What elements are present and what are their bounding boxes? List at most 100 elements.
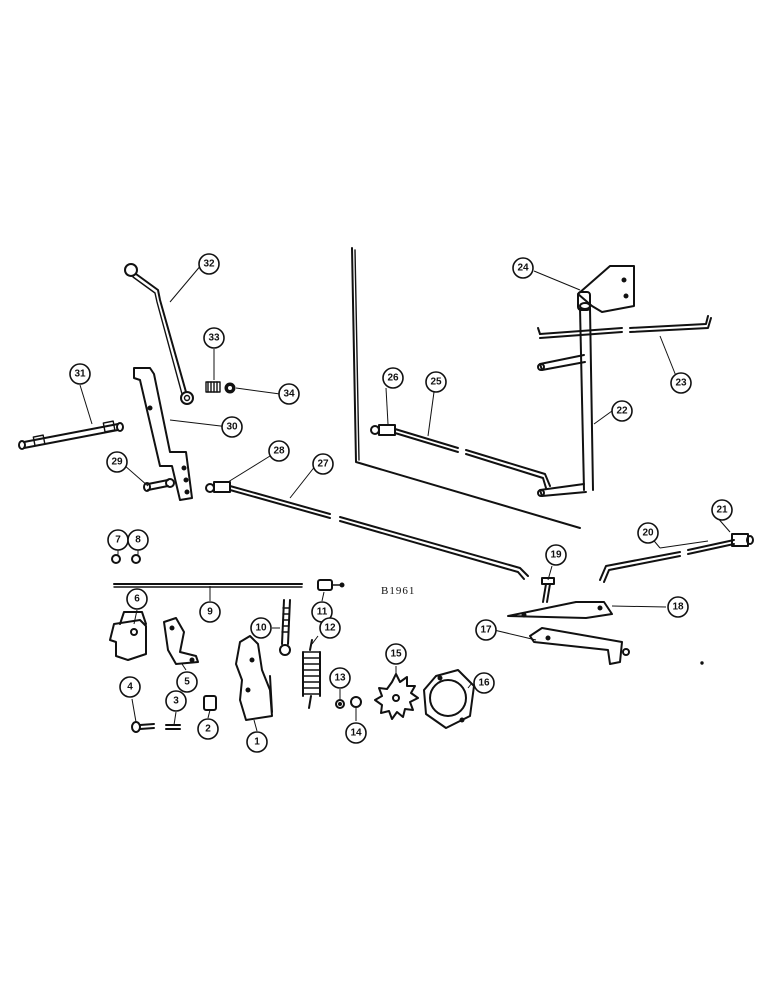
callout-33: 33	[203, 327, 225, 349]
drawing-code-label: B1961	[381, 585, 415, 597]
leader-lines	[79, 263, 731, 732]
svg-text:1: 1	[254, 737, 260, 748]
callout-18: 18	[667, 596, 689, 618]
callout-32: 32	[198, 253, 220, 275]
svg-text:19: 19	[550, 550, 562, 561]
callout-27: 27	[312, 453, 334, 475]
part-30-bracket	[133, 367, 193, 501]
callout-30: 30	[221, 416, 243, 438]
svg-text:12: 12	[324, 623, 336, 634]
svg-text:33: 33	[208, 333, 220, 344]
part-31-shaft	[18, 420, 124, 450]
svg-text:22: 22	[616, 406, 628, 417]
callout-31: 31	[69, 363, 91, 385]
callout-16: 16	[473, 672, 495, 694]
panel-outline	[351, 247, 581, 529]
part-19-bolt	[541, 577, 555, 603]
part-9-rod	[113, 583, 303, 588]
svg-text:21: 21	[716, 505, 728, 516]
callout-4: 4	[119, 676, 141, 698]
svg-text:18: 18	[672, 602, 684, 613]
svg-text:29: 29	[111, 457, 123, 468]
svg-text:4: 4	[127, 682, 133, 693]
callout-19: 19	[545, 544, 567, 566]
svg-text:34: 34	[283, 389, 295, 400]
svg-text:30: 30	[226, 422, 238, 433]
callout-14: 14	[345, 722, 367, 744]
part-2-bushing	[203, 695, 217, 711]
svg-text:23: 23	[675, 378, 687, 389]
svg-text:28: 28	[273, 446, 285, 457]
svg-text:24: 24	[517, 263, 529, 274]
svg-text:26: 26	[387, 373, 399, 384]
svg-text:11: 11	[317, 607, 328, 618]
part-34-nut	[224, 382, 236, 394]
callout-2: 2	[197, 718, 219, 740]
callout-26: 26	[382, 367, 404, 389]
svg-text:8: 8	[135, 535, 141, 546]
part-15-sprocket	[374, 673, 419, 720]
part-6-block	[109, 611, 147, 661]
callout-15: 15	[385, 643, 407, 665]
svg-text:15: 15	[390, 649, 402, 660]
svg-text:14: 14	[350, 728, 362, 739]
part-3-pin	[165, 724, 181, 730]
svg-text:5: 5	[184, 677, 190, 688]
callout-17: 17	[475, 619, 497, 641]
part-25-rod	[370, 424, 551, 489]
svg-text:20: 20	[642, 528, 654, 539]
svg-text:31: 31	[74, 369, 86, 380]
callout-20: 20	[637, 522, 659, 544]
svg-text:27: 27	[317, 459, 329, 470]
svg-text:13: 13	[334, 673, 346, 684]
callout-9: 9	[199, 601, 221, 623]
callout-10: 10	[250, 617, 272, 639]
svg-text:16: 16	[478, 678, 490, 689]
callout-5: 5	[176, 671, 198, 693]
part-17-bracket	[529, 627, 630, 665]
svg-text:10: 10	[255, 623, 267, 634]
callout-8: 8	[127, 529, 149, 551]
part-21-rod-end	[687, 533, 754, 555]
part-16-gasket	[423, 669, 475, 729]
svg-text:9: 9	[207, 607, 213, 618]
callout-6: 6	[126, 588, 148, 610]
part-32-lever	[124, 263, 194, 405]
svg-text:25: 25	[430, 377, 442, 388]
part-33-spring	[205, 381, 221, 393]
callout-25: 25	[425, 371, 447, 393]
part-7-washer	[111, 554, 121, 564]
callout-3: 3	[165, 690, 187, 712]
callout-11: 11	[311, 601, 333, 623]
callout-29: 29	[106, 451, 128, 473]
callouts: 1 2 3 4 5 6 7 8 9 10 11 12 13 14 15 16 1…	[69, 253, 733, 753]
part-11-pin	[317, 579, 345, 591]
callout-22: 22	[611, 400, 633, 422]
part-18-plate	[507, 601, 613, 619]
part-4-bolt	[131, 721, 155, 733]
part-1-lever-assembly	[235, 635, 273, 721]
callout-21: 21	[711, 499, 733, 521]
svg-text:17: 17	[480, 625, 492, 636]
part-8-washer	[131, 554, 141, 564]
callout-23: 23	[670, 372, 692, 394]
callout-1: 1	[246, 731, 268, 753]
part-22-shaft	[537, 302, 594, 497]
callout-13: 13	[329, 667, 351, 689]
part-10-eyebolt	[279, 599, 291, 656]
svg-text:32: 32	[203, 259, 215, 270]
svg-text:2: 2	[205, 724, 211, 735]
svg-text:6: 6	[134, 594, 140, 605]
callout-24: 24	[512, 257, 534, 279]
part-24-bracket	[577, 265, 635, 313]
callout-34: 34	[278, 383, 300, 405]
part-23-rod	[537, 315, 712, 339]
part-29-pin	[143, 478, 175, 492]
callout-12: 12	[319, 617, 341, 639]
callout-28: 28	[268, 440, 290, 462]
svg-text:7: 7	[115, 535, 121, 546]
part-5-link	[163, 617, 199, 665]
stray-dot	[700, 661, 704, 665]
part-20-rod	[599, 551, 681, 583]
